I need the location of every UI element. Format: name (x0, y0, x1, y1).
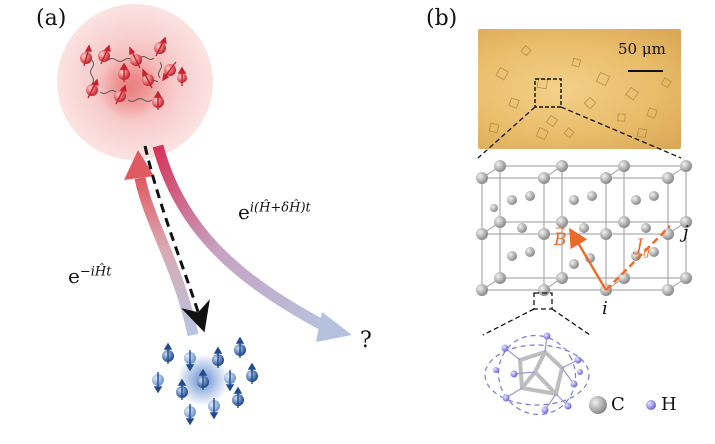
forward-operator-label: ei(Ĥ+δĤ)t (238, 200, 311, 224)
dashed-measurement-arrow (143, 145, 210, 333)
legend-hydrogen-ball (646, 400, 656, 410)
j-coupling-label: Jij (636, 236, 650, 259)
site-i-label: i (602, 298, 608, 319)
b-field-vector (569, 227, 608, 291)
legend-carbon-label: C (611, 394, 625, 415)
microscope-image: 50 μm (478, 29, 681, 149)
panel-a-label: (a) (36, 6, 67, 31)
blue-spin-arrows (153, 336, 257, 426)
backward-evolution-arrow (124, 150, 199, 337)
zoom-lines-top (477, 106, 682, 159)
j-coupling-line (605, 225, 671, 291)
question-mark: ? (360, 328, 372, 353)
forward-exponent: i(Ĥ+δĤ)t (249, 200, 311, 216)
crystal-grains (488, 45, 672, 141)
legend-carbon-ball (589, 396, 607, 414)
b-vector-label: →B (554, 221, 567, 250)
backward-exponent: −iĤt (79, 264, 112, 280)
thermal-state-blob (57, 4, 213, 160)
scale-bar-label: 50 μm (618, 40, 666, 58)
lattice-molecules (476, 160, 692, 296)
forward-base: e (238, 200, 250, 224)
panel-b-label: (b) (426, 6, 458, 31)
backward-base: e (68, 264, 80, 288)
red-spin-arrows (83, 36, 187, 110)
backward-operator-label: e−iĤt (68, 264, 111, 288)
red-spin-cluster (90, 56, 162, 102)
zoom-lines-bottom (482, 292, 591, 336)
forward-evolution-arrow (152, 144, 352, 342)
site-j-label: j (683, 222, 689, 243)
legend-hydrogen-label: H (661, 394, 677, 415)
molecule (484, 332, 590, 416)
